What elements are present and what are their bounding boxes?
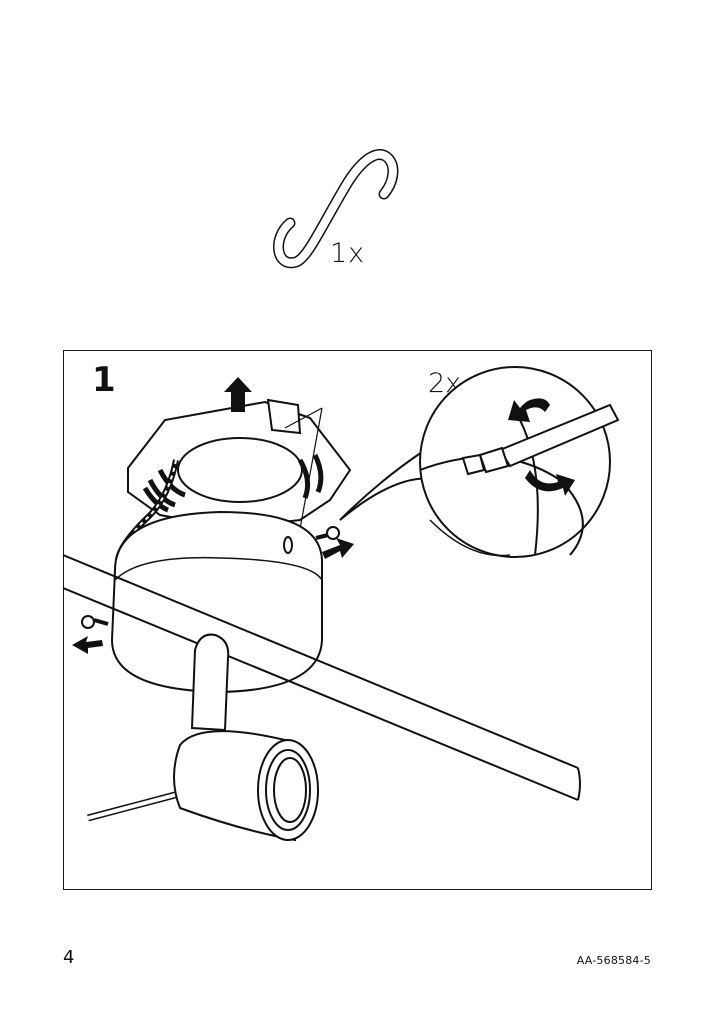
- step-frame: [63, 350, 652, 890]
- rotate-arrow-icon: [508, 398, 550, 422]
- document-code: AA-568584-5: [576, 954, 651, 967]
- mounting-bracket: [127, 398, 352, 530]
- rotate-arrow-bottom-icon: [525, 470, 575, 496]
- hook-quantity-label: 1x: [330, 238, 366, 269]
- screw-right: [315, 526, 340, 540]
- up-arrow-icon: [224, 377, 252, 412]
- page-number: 4: [63, 947, 75, 968]
- step-number: 1: [92, 360, 116, 400]
- screw-left: [81, 615, 109, 629]
- right-arrow-icon: [322, 538, 354, 559]
- screwdriver: [461, 403, 620, 476]
- left-arrow-icon: [72, 636, 103, 654]
- spotlight-stem: [190, 633, 230, 732]
- ceiling-canopy: [110, 510, 323, 694]
- spotlight-head: [87, 730, 319, 842]
- track-rail: [62, 554, 581, 801]
